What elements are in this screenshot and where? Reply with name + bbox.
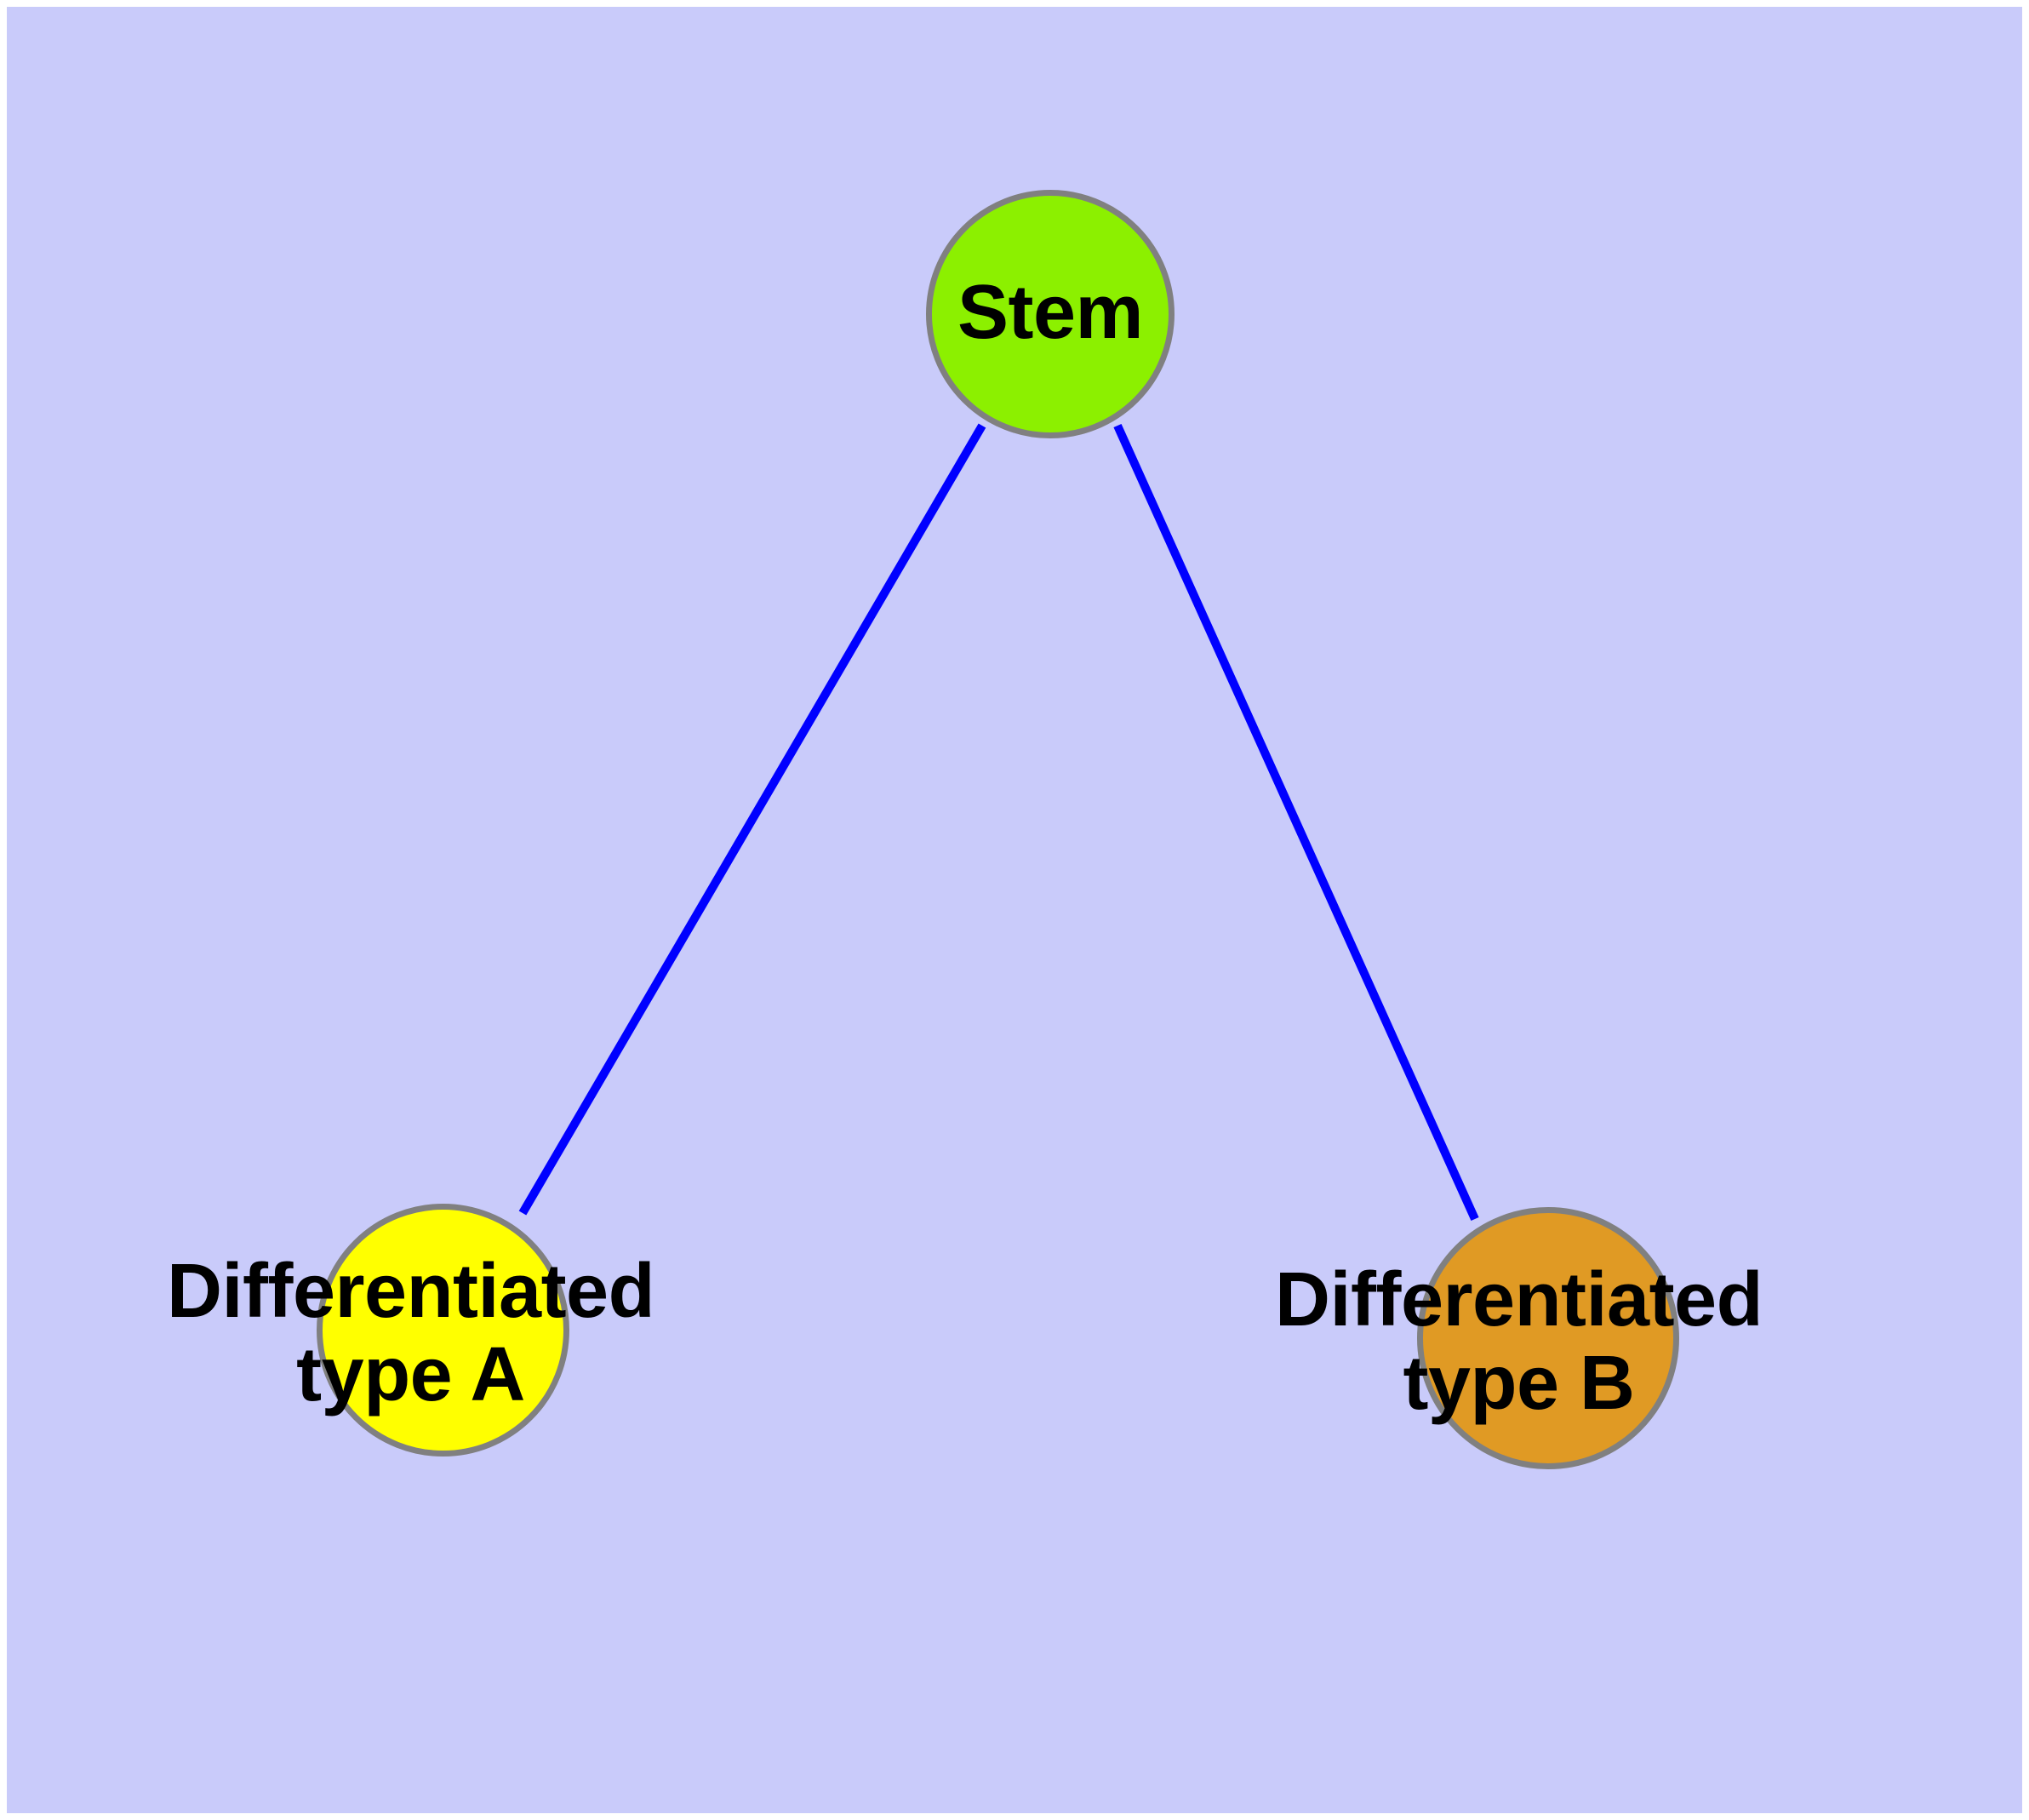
node-label-stem: Stem — [957, 270, 1144, 355]
node-label-differentiated-type-b: Differentiated type B — [1275, 1258, 1763, 1425]
node-label-diff-b-line-1: Differentiated — [1275, 1257, 1763, 1342]
node-stem[interactable] — [926, 190, 1175, 438]
node-label-diff-a-line-1: Differentiated — [167, 1249, 655, 1334]
node-label-diff-b-line-2: type B — [1403, 1341, 1636, 1426]
node-label-differentiated-type-a: Differentiated type A — [167, 1249, 655, 1417]
node-differentiated-type-b[interactable] — [1417, 1207, 1679, 1469]
node-label-diff-a-line-2: type A — [296, 1332, 525, 1417]
node-label-stem-line-1: Stem — [957, 270, 1144, 355]
node-differentiated-type-a[interactable] — [317, 1204, 569, 1457]
